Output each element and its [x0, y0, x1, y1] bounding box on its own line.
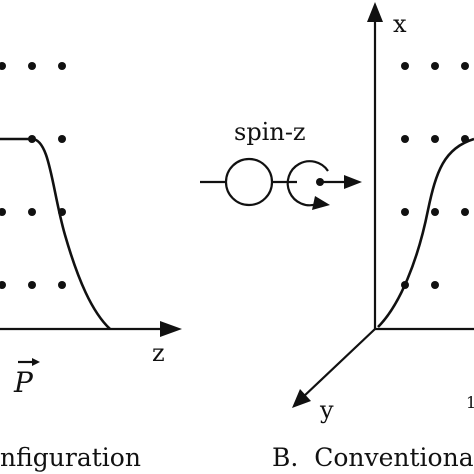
z-axis-label: z: [152, 339, 165, 367]
z-axis-arrowhead: [160, 321, 182, 337]
lattice-dot: [431, 62, 439, 70]
x-axis-arrowhead: [367, 2, 383, 22]
lattice-dot: [401, 62, 409, 70]
polarization-profile-curve-b: [377, 137, 474, 328]
x-axis-label: x: [393, 10, 407, 38]
spin-schematic: spin-z: [200, 118, 362, 210]
lattice-dot: [0, 208, 6, 216]
lattice-dot: [401, 208, 409, 216]
lattice-dot: [431, 208, 439, 216]
lattice-dot: [401, 135, 409, 143]
lattice-dot: [461, 208, 469, 216]
y-axis: [301, 328, 376, 399]
y-axis-arrowhead: [292, 389, 311, 408]
edge-fragment-label: 1: [466, 393, 474, 412]
lattice-dot: [58, 281, 66, 289]
lattice-dot: [431, 281, 439, 289]
panel-b-caption: B. Conventiona: [272, 443, 474, 472]
spin-rotation-arrowhead: [312, 196, 330, 210]
spin-rotation-arc: [286, 160, 329, 207]
lattice-dot: [431, 135, 439, 143]
y-axis-label: y: [319, 396, 334, 424]
polarization-profile-curve-a: [0, 137, 111, 330]
lattice-dot: [28, 281, 36, 289]
dot-lattice-b: [401, 62, 469, 289]
panel-a: z P nfiguration: [0, 62, 182, 472]
lattice-dot: [58, 62, 66, 70]
dot-lattice-a: [0, 62, 66, 289]
lattice-dot: [0, 281, 6, 289]
spin-direction-arrowhead: [344, 175, 362, 189]
lattice-dot: [28, 208, 36, 216]
vector-p-arrowhead: [32, 358, 40, 366]
lattice-dot: [461, 62, 469, 70]
panel-b: x y 1 B. Conventiona: [272, 2, 474, 472]
lattice-dot: [0, 62, 6, 70]
lattice-dot: [28, 62, 36, 70]
spin-z-label: spin-z: [234, 118, 306, 146]
panel-a-caption: nfiguration: [0, 443, 141, 472]
lattice-dot: [58, 135, 66, 143]
spin-left-circle: [224, 157, 274, 207]
vector-p-label: P: [13, 366, 34, 399]
